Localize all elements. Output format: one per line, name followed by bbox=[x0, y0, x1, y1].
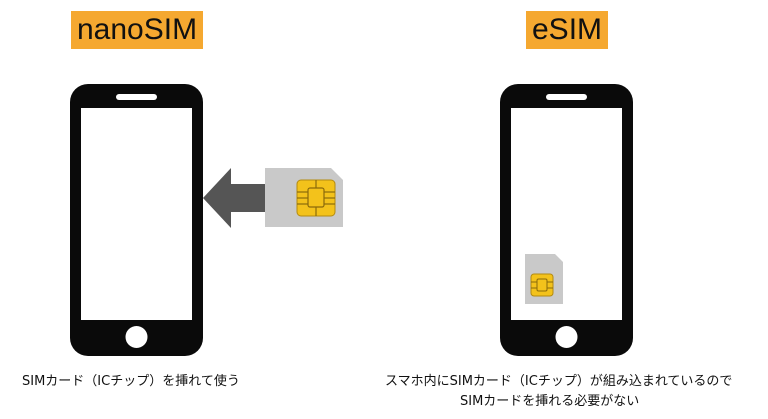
esim-caption-line-2: SIMカードを挿れる必要がない bbox=[460, 394, 640, 409]
esim-caption-line-1: スマホ内にSIMカード（ICチップ）が組み込まれているので bbox=[385, 374, 733, 389]
esim-title: eSIM bbox=[526, 11, 609, 49]
nanosim-caption: SIMカード（ICチップ）を挿れて使う bbox=[22, 374, 240, 389]
sim-card-icon bbox=[265, 168, 343, 227]
nanosim-title: nanoSIM bbox=[71, 11, 204, 49]
arrow-left-icon bbox=[203, 168, 265, 228]
smartphone-icon bbox=[70, 84, 203, 356]
smartphone-icon bbox=[500, 84, 633, 356]
sim-card-icon bbox=[525, 254, 563, 304]
